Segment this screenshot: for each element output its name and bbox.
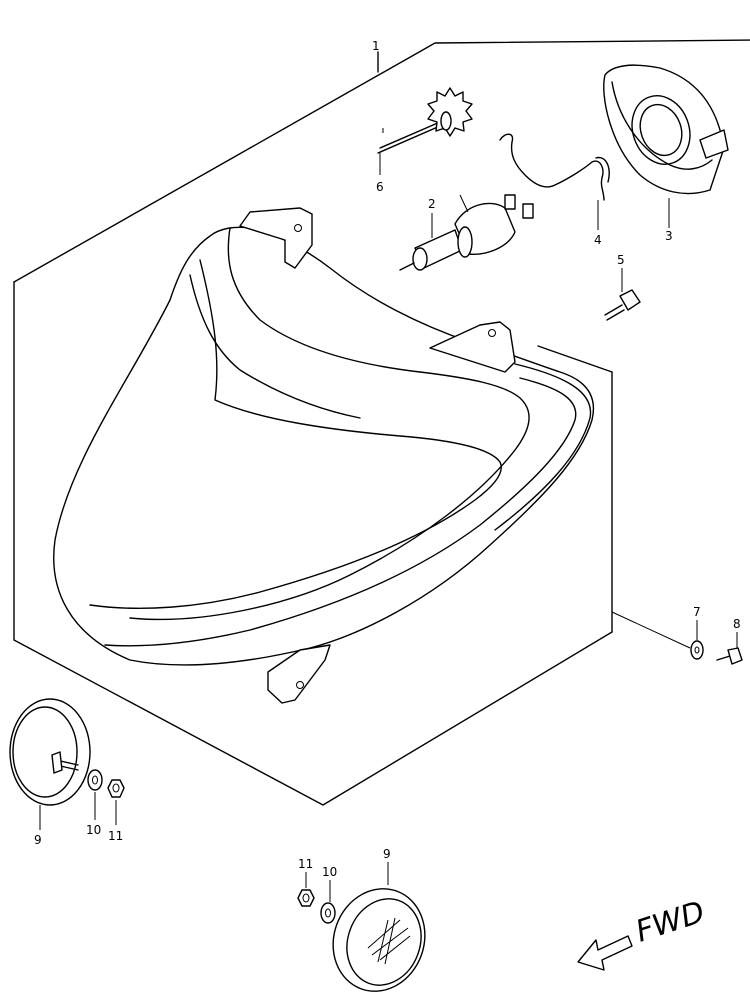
headlamp-housing bbox=[53, 207, 595, 704]
washer-10-bottom bbox=[320, 902, 336, 924]
spring-clip bbox=[499, 133, 610, 201]
bolt-5 bbox=[604, 289, 641, 321]
forward-direction-indicator: FWD bbox=[577, 895, 709, 971]
callout-7: 7 bbox=[693, 605, 701, 619]
fwd-label: FWD bbox=[632, 895, 709, 950]
reflector-left bbox=[9, 698, 91, 806]
socket-cover bbox=[603, 64, 729, 195]
nut-11-bottom bbox=[297, 889, 315, 907]
callout-10-bottom: 10 bbox=[322, 865, 337, 879]
callout-4: 4 bbox=[594, 233, 602, 247]
callout-8: 8 bbox=[733, 617, 741, 631]
callout-11-bottom: 11 bbox=[298, 857, 313, 871]
callout-10-left: 10 bbox=[86, 823, 101, 837]
callout-2: 2 bbox=[428, 197, 436, 211]
callout-9-left: 9 bbox=[34, 833, 42, 847]
callout-9-bottom: 9 bbox=[383, 847, 391, 861]
nut-11-left bbox=[107, 779, 125, 798]
callout-11-left: 11 bbox=[108, 829, 123, 843]
forward-arrow-icon bbox=[577, 935, 633, 971]
bulb bbox=[399, 194, 534, 271]
reflector-bottom bbox=[332, 888, 426, 992]
callout-5: 5 bbox=[617, 253, 625, 267]
callout-6: 6 bbox=[376, 180, 384, 194]
washer-10-left bbox=[87, 769, 103, 791]
callout-3: 3 bbox=[665, 229, 673, 243]
screw-8 bbox=[716, 647, 743, 665]
adjuster-screw bbox=[377, 87, 473, 154]
callout-1: 1 bbox=[372, 39, 380, 53]
leader-lines bbox=[39, 152, 738, 902]
callout-labels: 1 2 3 4 5 6 7 8 9 10 11 9 10 11 bbox=[34, 39, 741, 879]
assembly-frame bbox=[13, 39, 750, 806]
washer-7 bbox=[690, 640, 704, 660]
